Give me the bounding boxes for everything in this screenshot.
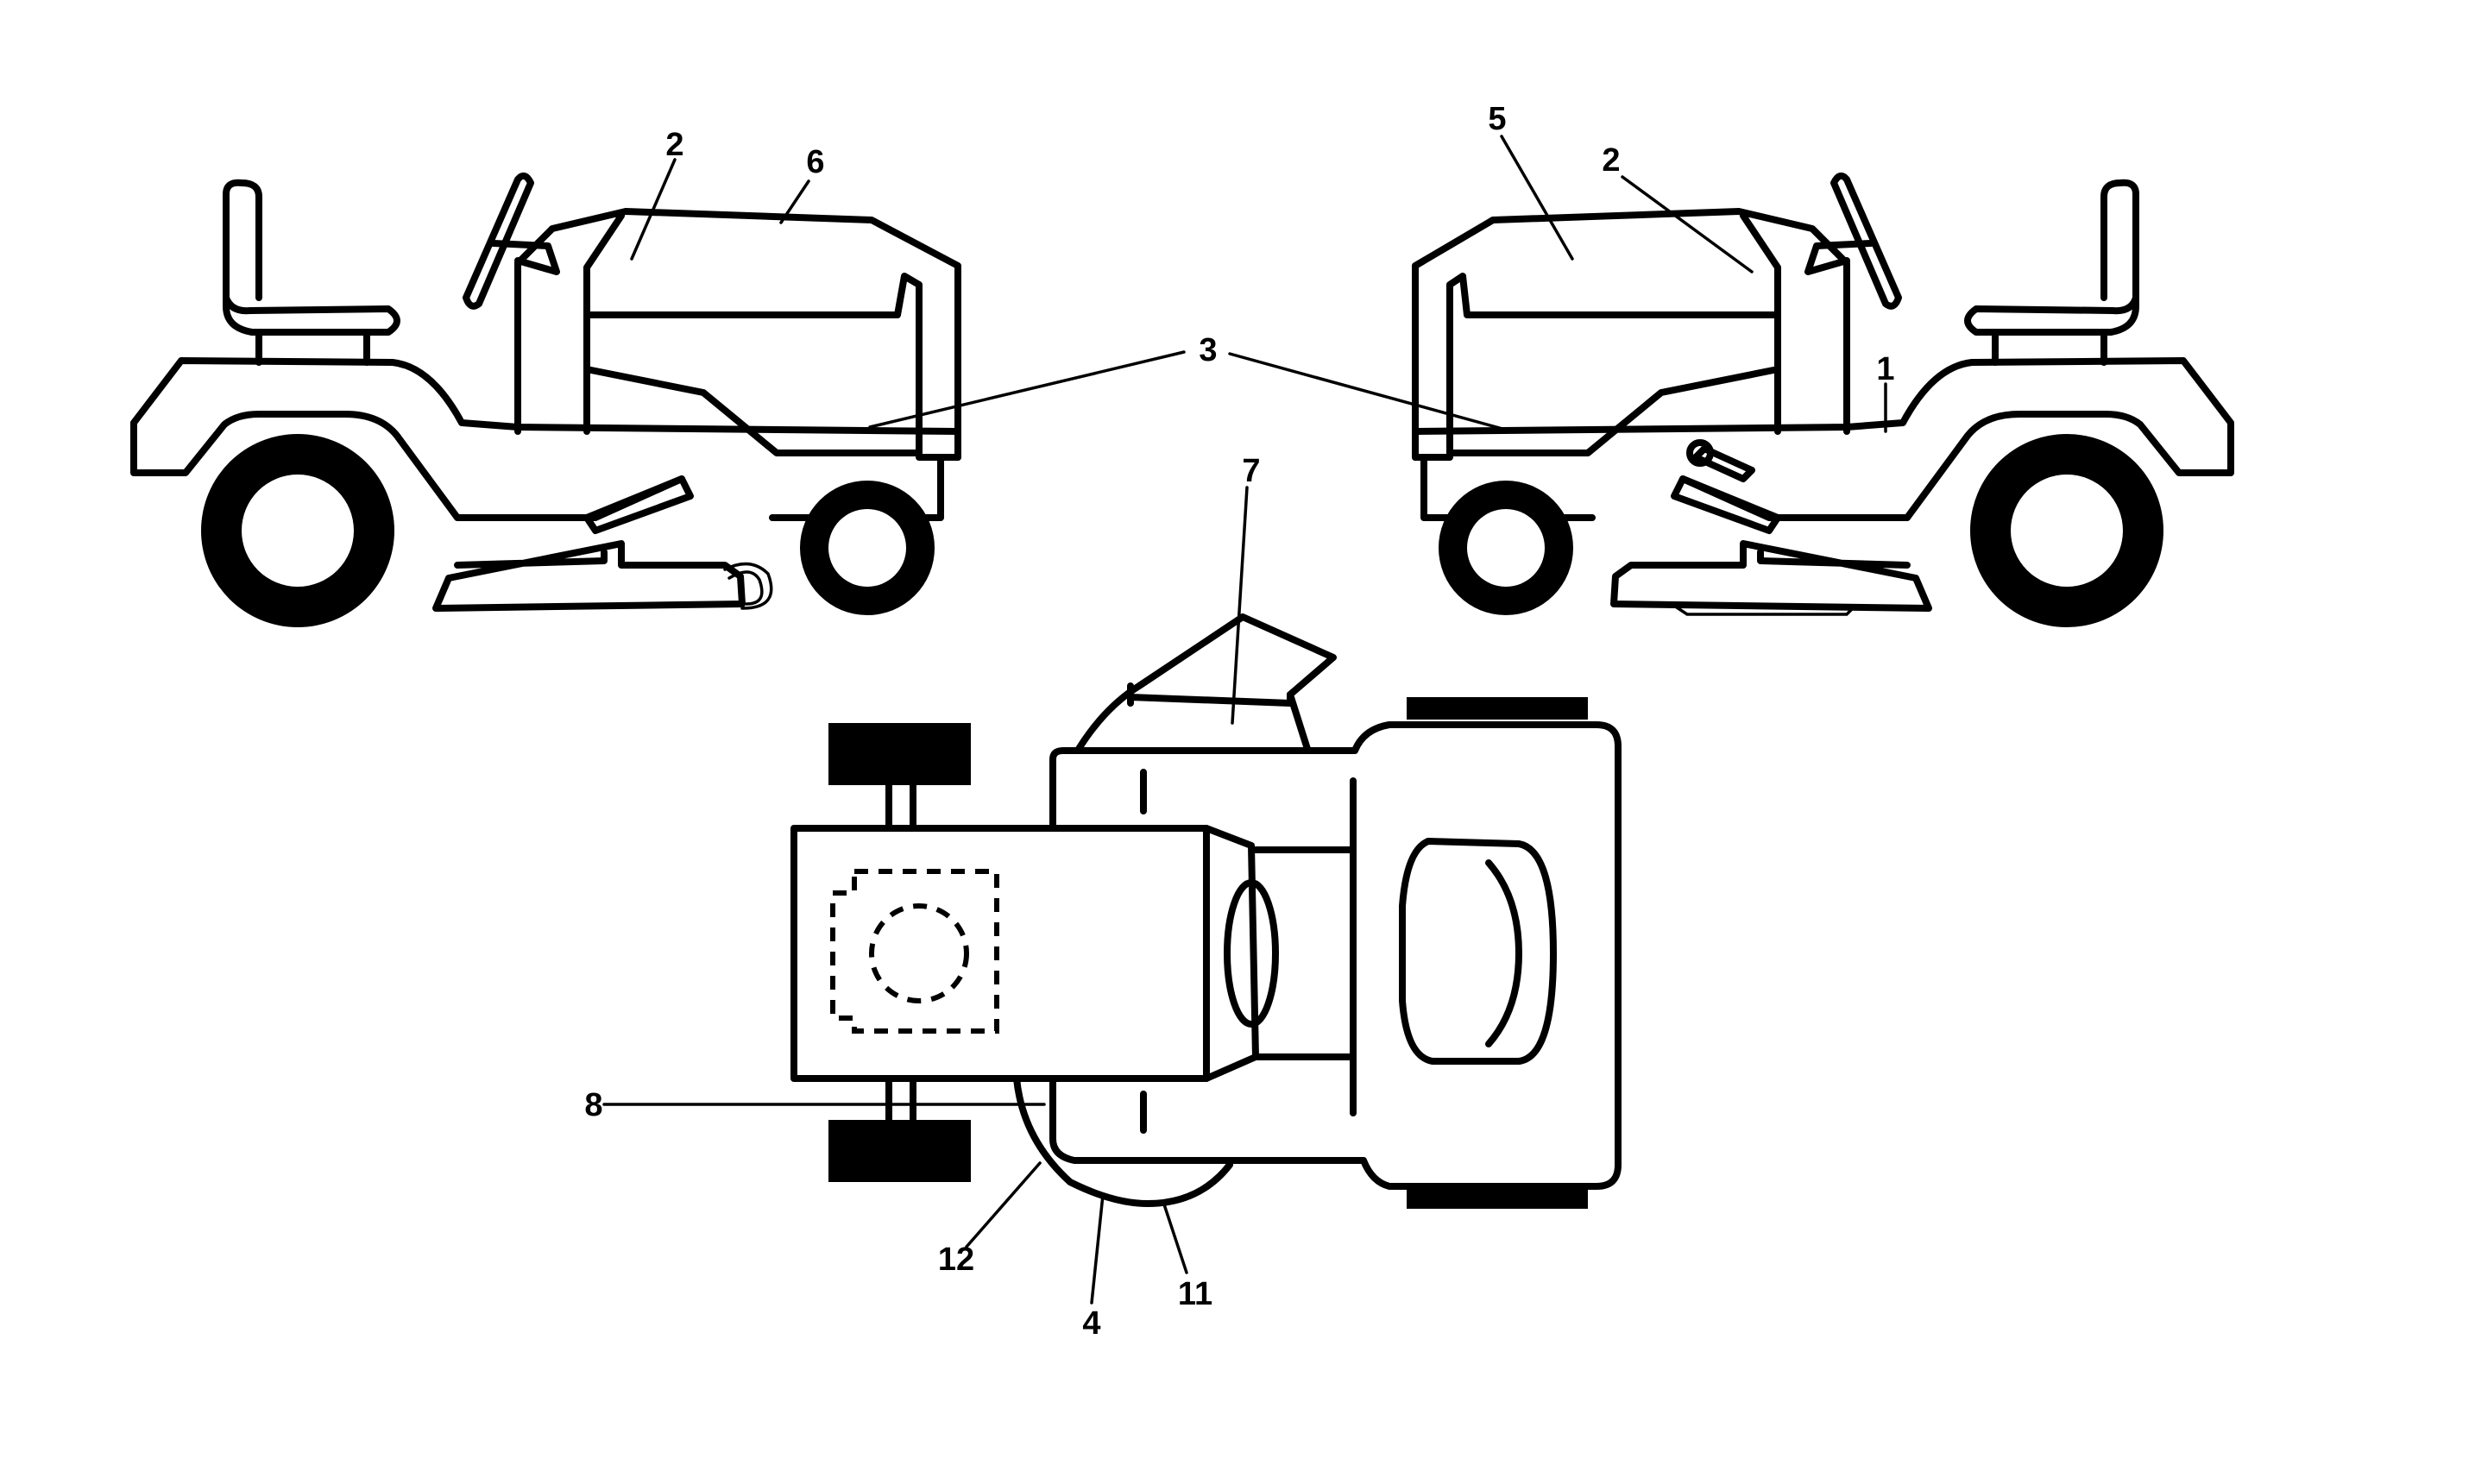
top-rear-tire-upper — [1407, 697, 1588, 720]
top-front-tire-upper — [828, 723, 971, 785]
leader-lines — [602, 135, 1887, 1305]
top-front-axle — [885, 782, 916, 1123]
callout-left-6: 6 — [806, 144, 824, 180]
callout-right-1: 1 — [1876, 351, 1894, 387]
left-tractor-pedal — [583, 475, 694, 534]
callout-top-7: 7 — [1242, 453, 1260, 489]
leader-top-11 — [1162, 1200, 1188, 1274]
left-tractor-seat — [223, 179, 400, 336]
callout-top-12: 12 — [938, 1242, 974, 1278]
left-tractor-frame — [130, 357, 961, 521]
top-mower-deck-arc — [1013, 1075, 1233, 1207]
top-discharge-chute — [1075, 613, 1337, 752]
top-dash — [1203, 825, 1259, 1082]
top-front-tire-lower — [828, 1120, 971, 1182]
callout-labels: 2 6 5 2 3 1 7 8 12 4 11 — [584, 101, 1894, 1342]
right-tractor-seat — [1964, 179, 2139, 336]
right-tractor-front-hub — [1467, 509, 1545, 587]
right-tractor-lever — [1692, 445, 1755, 482]
right-tractor-deck-chute — [1672, 604, 1857, 616]
top-hood — [790, 825, 1210, 1082]
left-tractor-deck-chute — [723, 562, 773, 610]
right-tractor-rear-hub — [2011, 475, 2123, 587]
top-seat — [1399, 838, 1557, 1065]
callout-right-5: 5 — [1488, 101, 1506, 137]
top-discharge-chute-flap — [1127, 682, 1294, 707]
right-tractor-hood-lower — [1446, 311, 1781, 456]
leader-right-5 — [1500, 135, 1574, 261]
callout-top-11: 11 — [1178, 1276, 1212, 1312]
callout-top-4: 4 — [1082, 1305, 1100, 1342]
leader-top-4 — [1090, 1193, 1105, 1305]
left-tractor-hood-lower — [583, 311, 923, 456]
right-tractor-lever-knob — [1686, 439, 1714, 467]
top-engine-outline — [830, 869, 999, 1034]
leader-top-7 — [1231, 486, 1249, 725]
callout-center-3: 3 — [1199, 332, 1217, 368]
leader-center-3-left — [868, 350, 1186, 429]
leader-top-12 — [965, 1161, 1042, 1248]
left-tractor-steering-wheel — [463, 172, 534, 310]
right-tractor-seat-base — [1992, 329, 2107, 366]
left-tractor-steering-column — [490, 240, 560, 275]
top-rear-tire-lower — [1407, 1186, 1588, 1209]
top-body-outline — [1049, 721, 1622, 1190]
callout-left-2: 2 — [665, 127, 683, 163]
left-tractor-front-hub — [828, 509, 906, 587]
top-seat-back — [1485, 859, 1522, 1047]
left-tractor-rear-hub — [242, 475, 354, 587]
right-tractor-steering-wheel — [1830, 172, 1902, 310]
leader-left-2 — [630, 158, 677, 261]
top-steering-frame — [1252, 846, 1354, 1060]
leader-center-3-right — [1228, 352, 1514, 433]
callout-right-2: 2 — [1602, 142, 1620, 179]
top-view-tractor — [790, 613, 1622, 1209]
left-tractor-seat-base — [255, 329, 370, 366]
top-steering-wheel — [1224, 879, 1279, 1028]
right-tractor-mower-deck — [1610, 540, 1932, 612]
left-tractor-mower-deck — [432, 540, 746, 612]
left-side-view-tractor — [130, 172, 961, 627]
right-side-view-tractor — [1412, 172, 2234, 627]
right-tractor-pedal — [1671, 475, 1781, 534]
leader-right-2 — [1621, 175, 1754, 274]
top-engine-flywheel — [869, 903, 969, 1003]
right-tractor-steering-column — [1804, 240, 1874, 275]
leader-left-6 — [779, 179, 810, 224]
callout-top-8: 8 — [584, 1087, 602, 1123]
right-tractor-frame — [1412, 357, 2234, 521]
